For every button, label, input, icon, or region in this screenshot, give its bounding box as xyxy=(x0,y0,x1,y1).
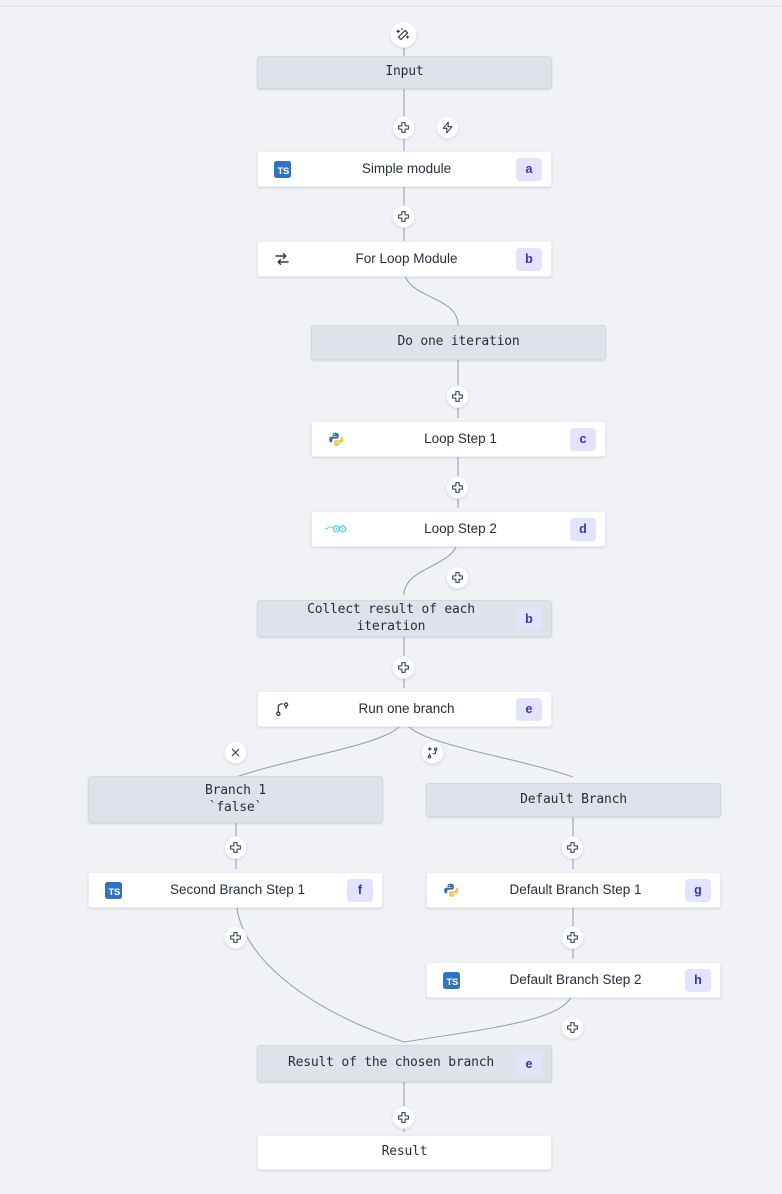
workflow-trigger-button[interactable] xyxy=(390,21,417,48)
node-badge-result-of-chosen-branch: e xyxy=(516,1052,542,1075)
node-second-branch-step-1[interactable]: TS Second Branch Step 1 f xyxy=(88,872,383,908)
typescript-mark: TS xyxy=(104,881,122,899)
node-loop-step-2[interactable]: Loop Step 2 d xyxy=(311,511,606,547)
typescript-icon: TS xyxy=(267,152,297,186)
node-badge-collect-result: b xyxy=(516,607,542,630)
node-badge-default-branch-step-1: g xyxy=(685,878,711,902)
add-step-after-loop-step-2-button[interactable] xyxy=(446,566,469,589)
plus-icon xyxy=(397,210,410,223)
typescript-mark: TS xyxy=(442,971,460,989)
top-bar xyxy=(0,0,782,7)
plus-icon xyxy=(229,841,242,854)
branch-plus-icon xyxy=(426,746,440,760)
plus-icon xyxy=(451,390,464,403)
add-step-in-branch-1-button[interactable] xyxy=(224,836,247,859)
add-step-after-default-branch-step-2-button[interactable] xyxy=(561,1016,584,1039)
node-label-branch-1: Branch 1 `false` xyxy=(204,782,266,815)
add-step-after-collect-result-button[interactable] xyxy=(392,656,415,679)
node-label-default-branch-step-2: Default Branch Step 2 xyxy=(509,972,642,988)
delete-branch-1-button[interactable] xyxy=(224,741,247,764)
add-step-after-result-of-chosen-branch-button[interactable] xyxy=(392,1106,415,1129)
node-label-run-one-branch: Run one branch xyxy=(358,701,455,717)
plus-icon xyxy=(397,121,410,134)
add-step-in-default-branch-button[interactable] xyxy=(561,836,584,859)
node-label-result: Result xyxy=(381,1144,428,1160)
plus-icon xyxy=(451,571,464,584)
node-label-collect-result: Collect result of each iteration xyxy=(307,601,475,634)
node-label-loop-step-2: Loop Step 2 xyxy=(424,521,497,537)
add-step-in-loop-start-button[interactable] xyxy=(446,385,469,408)
workflow-canvas[interactable]: Input TS Simple module a xyxy=(0,7,782,1194)
node-badge-default-branch-step-2: h xyxy=(685,968,711,992)
node-result[interactable]: Result xyxy=(257,1135,552,1170)
python-icon xyxy=(321,422,351,456)
add-step-after-default-branch-step-1-button[interactable] xyxy=(561,926,584,949)
go-icon xyxy=(321,512,351,546)
node-input[interactable]: Input xyxy=(257,56,552,89)
node-label-result-of-chosen-branch: Result of the chosen branch xyxy=(288,1055,494,1071)
node-for-loop-module[interactable]: For Loop Module b xyxy=(257,241,552,277)
node-badge-loop-step-2: d xyxy=(570,517,596,541)
plus-icon xyxy=(229,931,242,944)
node-label-input: Input xyxy=(385,64,424,80)
node-badge-simple-module: a xyxy=(516,157,542,181)
node-label-for-loop-module: For Loop Module xyxy=(355,251,458,267)
lightning-icon xyxy=(441,121,454,134)
typescript-mark: TS xyxy=(273,160,291,178)
node-default-branch-step-2[interactable]: TS Default Branch Step 2 h xyxy=(426,962,721,998)
add-step-after-input-button[interactable] xyxy=(392,116,415,139)
node-badge-loop-step-1: c xyxy=(570,427,596,451)
node-label-default-branch: Default Branch xyxy=(520,791,627,807)
node-run-one-branch[interactable]: Run one branch e xyxy=(257,691,552,727)
node-do-one-iteration[interactable]: Do one iteration xyxy=(311,325,606,360)
add-step-after-loop-step-1-button[interactable] xyxy=(446,476,469,499)
branch-icon xyxy=(267,692,297,726)
node-badge-run-one-branch: e xyxy=(516,697,542,721)
plus-icon xyxy=(566,1021,579,1034)
plus-icon xyxy=(397,1111,410,1124)
plus-icon xyxy=(397,661,410,674)
loop-icon xyxy=(267,242,297,276)
add-branch-button[interactable] xyxy=(421,741,444,764)
plus-icon xyxy=(566,841,579,854)
plus-icon xyxy=(566,931,579,944)
node-branch-1[interactable]: Branch 1 `false` xyxy=(88,776,383,823)
node-label-default-branch-step-1: Default Branch Step 1 xyxy=(509,882,642,898)
node-default-branch[interactable]: Default Branch xyxy=(426,783,721,817)
node-label-simple-module: Simple module xyxy=(361,161,452,177)
node-badge-for-loop-module: b xyxy=(516,247,542,271)
python-icon xyxy=(436,873,466,907)
node-label-do-one-iteration: Do one iteration xyxy=(397,334,520,350)
node-result-of-chosen-branch[interactable]: Result of the chosen branch e xyxy=(257,1045,552,1082)
typescript-icon: TS xyxy=(98,873,128,907)
node-label-second-branch-step-1: Second Branch Step 1 xyxy=(169,882,306,898)
node-badge-second-branch-step-1: f xyxy=(347,878,373,902)
close-icon xyxy=(230,747,241,758)
add-step-after-second-branch-step-1-button[interactable] xyxy=(224,926,247,949)
magic-wand-icon xyxy=(396,27,411,42)
typescript-icon: TS xyxy=(436,963,466,997)
node-loop-step-1[interactable]: Loop Step 1 c xyxy=(311,421,606,457)
node-label-loop-step-1: Loop Step 1 xyxy=(424,431,497,447)
add-trigger-button[interactable] xyxy=(436,116,459,139)
plus-icon xyxy=(451,481,464,494)
node-default-branch-step-1[interactable]: Default Branch Step 1 g xyxy=(426,872,721,908)
node-simple-module[interactable]: TS Simple module a xyxy=(257,151,552,187)
add-step-after-simple-module-button[interactable] xyxy=(392,205,415,228)
node-collect-result[interactable]: Collect result of each iteration b xyxy=(257,600,552,637)
